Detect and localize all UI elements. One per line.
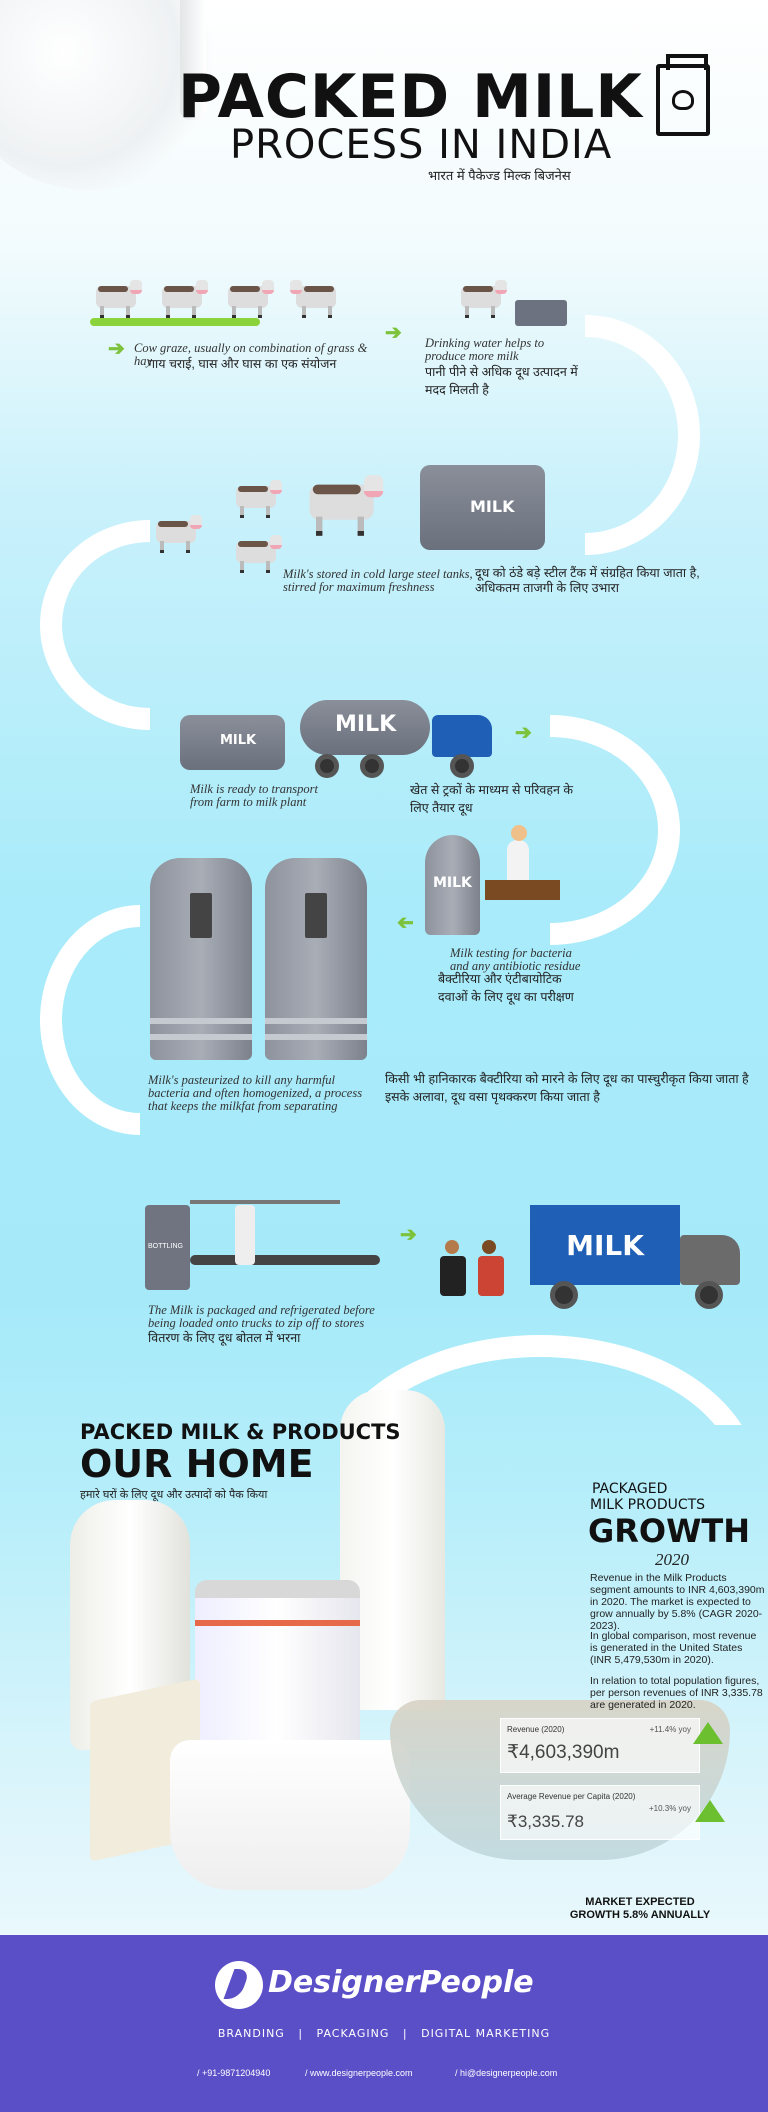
trend-up-icon bbox=[695, 1800, 725, 1822]
growth-line1: PACKAGED bbox=[592, 1481, 668, 1497]
water-trough-illustration bbox=[515, 300, 567, 326]
drinking-cow-illustration bbox=[455, 280, 507, 320]
home-line2: OUR HOME bbox=[80, 1442, 314, 1486]
step4-caption: Milk is ready to transport from farm to … bbox=[190, 782, 319, 809]
designerpeople-logo-icon bbox=[215, 1961, 263, 2009]
growth-line2: MILK PRODUCTS bbox=[590, 1497, 706, 1513]
phone-link[interactable]: / +91-9871204940 bbox=[197, 2068, 271, 2078]
grazing-cows-illustration bbox=[90, 280, 370, 330]
pasteurizer-silo bbox=[265, 858, 367, 1060]
growth-line3: GROWTH bbox=[588, 1512, 751, 1550]
separator: | bbox=[298, 2027, 304, 2040]
milk-stream-image bbox=[180, 0, 206, 120]
card-change: +10.3% yoy bbox=[648, 1804, 691, 1813]
market-line1: MARKET EXPECTED bbox=[585, 1896, 695, 1908]
title-line2: PROCESS IN INDIA bbox=[230, 122, 613, 168]
arrow-right-icon: ➔ bbox=[108, 338, 125, 360]
step3-caption: Milk's stored in cold large steel tanks,… bbox=[283, 567, 473, 594]
card-label: Revenue (2020) bbox=[507, 1725, 565, 1734]
step1-hindi: गाय चराई, घास और घास का एक संयोजन bbox=[148, 357, 337, 371]
milk-can: MILK bbox=[425, 835, 480, 935]
milk-carton-cow-icon bbox=[656, 54, 710, 136]
workers-illustration bbox=[440, 1240, 520, 1300]
separator: | bbox=[402, 2027, 408, 2040]
pasteurizer-silo bbox=[150, 858, 252, 1060]
farm-milk-tank: MILK bbox=[180, 715, 285, 770]
arrow-right-icon: ➔ bbox=[515, 722, 532, 744]
machine-label: BOTTLING bbox=[148, 1243, 184, 1250]
home-hindi: हमारे घरों के लिए दूध और उत्पादों को पैक… bbox=[80, 1489, 268, 1501]
service-packaging: PACKAGING bbox=[316, 2027, 390, 2040]
services-list: BRANDING | PACKAGING | DIGITAL MARKETING bbox=[0, 2027, 768, 2040]
milking-cows-illustration bbox=[150, 475, 410, 590]
revenue-card: Revenue (2020) +11.4% yoy ₹4,603,390m bbox=[500, 1718, 700, 1773]
step1-caption: Cow graze, usually on combination of gra… bbox=[134, 341, 368, 368]
tank-label: MILK bbox=[470, 497, 515, 516]
growth-paragraph-3: In relation to total population figures,… bbox=[590, 1675, 763, 1711]
tanker-label: MILK bbox=[335, 712, 397, 737]
can-label: MILK bbox=[433, 875, 472, 891]
brand-name: DesignerPeople bbox=[268, 1965, 534, 2000]
market-growth-note: MARKET EXPECTED GROWTH 5.8% ANNUALLY bbox=[560, 1896, 720, 1922]
title-hindi: भारत में पैकेज्ड मिल्क बिजनेस bbox=[428, 168, 571, 183]
website-link[interactable]: / www.designerpeople.com bbox=[305, 2068, 413, 2078]
delivery-truck: MILK bbox=[530, 1205, 745, 1310]
step5-hindi: बैक्टीरिया और एंटीबायोटिक दवाओं के लिए द… bbox=[438, 972, 574, 1004]
growth-year: 2020 bbox=[655, 1550, 689, 1569]
step2-caption: Drinking water helps to produce more mil… bbox=[425, 336, 545, 363]
step2-hindi: पानी पीने से अधिक दूध उत्पादन में मदद मि… bbox=[425, 365, 578, 397]
growth-paragraph-1: Revenue in the Milk Products segment amo… bbox=[590, 1572, 765, 1632]
step7-hindi: वितरण के लिए दूध बोतल में भरना bbox=[148, 1331, 301, 1345]
growth-paragraph-2: In global comparison, most revenue is ge… bbox=[590, 1630, 757, 1666]
revenue-per-capita-card: Average Revenue per Capita (2020) +10.3%… bbox=[500, 1785, 700, 1840]
title-line1: PACKED MILK bbox=[178, 62, 643, 132]
arrow-left-icon: ➔ bbox=[397, 912, 414, 934]
card-label: Average Revenue per Capita (2020) bbox=[507, 1792, 636, 1801]
yogurt-jar-image bbox=[195, 1580, 360, 1770]
arrow-right-icon: ➔ bbox=[385, 322, 402, 344]
step5-caption: Milk testing for bacteria and any antibi… bbox=[450, 946, 581, 973]
tank-label: MILK bbox=[220, 733, 257, 748]
truck-label: MILK bbox=[530, 1205, 680, 1285]
card-value: ₹4,603,390m bbox=[507, 1742, 620, 1763]
step4-hindi: खेत से ट्रकों के माध्यम से परिवहन के लिए… bbox=[410, 783, 574, 815]
bottling-line-illustration: BOTTLING bbox=[145, 1195, 385, 1295]
step6-caption: Milk's pasteurized to kill any harmful b… bbox=[148, 1073, 363, 1113]
step3-hindi: दूध को ठंडे बड़े स्टील टैंक में संग्रहित… bbox=[475, 566, 700, 595]
milk-tanker-truck: MILK bbox=[300, 700, 500, 780]
trend-up-icon bbox=[693, 1722, 723, 1744]
home-line1: PACKED MILK & PRODUCTS bbox=[80, 1420, 401, 1444]
market-line2: GROWTH 5.8% ANNUALLY bbox=[569, 1909, 711, 1921]
service-digital-marketing: DIGITAL MARKETING bbox=[421, 2027, 551, 2040]
curd-bowl-image bbox=[170, 1740, 410, 1890]
card-change: +11.4% yoy bbox=[649, 1725, 691, 1734]
service-branding: BRANDING bbox=[217, 2027, 285, 2040]
card-value: ₹3,335.78 bbox=[507, 1812, 584, 1831]
milk-storage-tank: MILK bbox=[420, 465, 545, 550]
arrow-right-icon: ➔ bbox=[400, 1224, 417, 1246]
email-link[interactable]: / hi@designerpeople.com bbox=[455, 2068, 558, 2078]
lab-technician-illustration bbox=[485, 825, 560, 935]
step7-caption: The Milk is packaged and refrigerated be… bbox=[148, 1303, 375, 1330]
footer: DesignerPeople BRANDING | PACKAGING | DI… bbox=[0, 1935, 768, 2112]
step6-hindi: किसी भी हानिकारक बैक्टीरिया को मारने के … bbox=[385, 1072, 749, 1104]
